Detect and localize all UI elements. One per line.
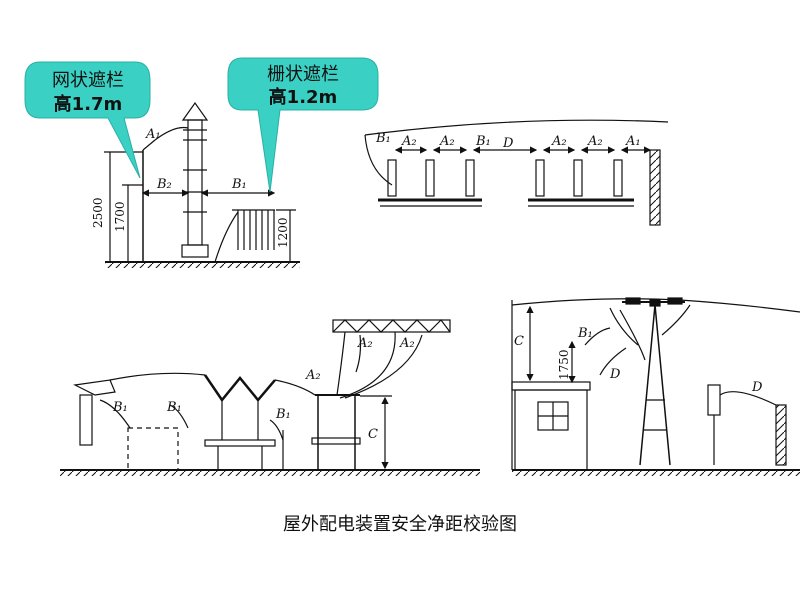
callout-mesh-barrier: 网状遮栏 高1.7m [24,61,151,179]
insulator-base [181,244,209,258]
label-b2: B₂ [156,177,172,192]
callout-grid-shape [227,57,379,193]
insulator-4 [535,159,545,197]
callout-mesh-line2: 高1.7m [54,93,123,115]
label-a1: A₁ [145,127,161,142]
callout-mesh-line1: 网状遮栏 [52,70,124,91]
platform-1 [204,439,276,447]
p4-label-b1: B₁ [577,326,593,341]
insulator-1 [387,159,397,197]
wall [649,149,661,226]
insulator-cap [181,101,209,121]
building-roof [511,381,591,391]
p3-label-a2-1: A₂ [357,336,373,351]
panel-4-building-tower [511,297,800,476]
tower [639,304,671,466]
dim-1700-label: 1700 [113,201,127,232]
p4-dim-1750: 1750 [557,349,571,380]
p3-label-a2-3: A₂ [305,368,321,383]
p3-label-b1-3: B₁ [275,407,291,422]
callout-grid-line1: 栅状遮栏 [267,64,339,85]
dim-2500-label: 2500 [91,197,105,228]
label-b1: B₁ [231,177,247,192]
p2-label-d: D [502,136,514,151]
insulator-6 [613,159,623,197]
p2-label-b1: B₁ [375,131,391,146]
p3-label-c: C [368,427,378,442]
p2-label-a2-1: A₂ [401,134,417,149]
insulator-column [187,119,203,246]
platform-2 [311,437,361,445]
panel-2-busbar [364,119,669,226]
p2-label-a2-4: A₂ [587,134,603,149]
p3-label-b1-1: B₁ [112,400,128,415]
p2-label-b1-2: B₁ [475,134,491,149]
insulator-5 [573,159,583,197]
right-equipment [707,384,721,416]
p2-label-a2-2: A₂ [439,134,455,149]
building-body [514,389,588,471]
figure-caption: 屋外配电装置安全净距校验图 [283,514,517,535]
right-wall [775,404,787,466]
mesh-barrier-top [142,139,156,151]
p2-label-a1: A₁ [625,134,641,149]
p4-label-d-2: D [751,380,763,395]
dim-1200-label: 1200 [276,217,290,248]
callout-grid-barrier: 栅状遮栏 高1.2m [227,57,379,193]
grid-barrier [214,209,275,263]
dashed-equipment [127,427,179,471]
ground-hatch [105,262,300,268]
p3-label-a2-2: A₂ [399,336,415,351]
a1-arc [154,126,189,141]
y-structure [203,374,276,403]
conductor-curve [364,119,669,136]
panel-3-structures [60,319,480,476]
panel-1-barriers [104,101,300,268]
gantry-beam [332,319,451,333]
callout-mesh-shape [24,61,151,179]
insulator-3 [465,159,475,197]
p3-label-b1-2: B₁ [166,400,182,415]
p2-label-a2-3: A₂ [551,134,567,149]
callout-grid-line2: 高1.2m [269,86,338,108]
insulator-2 [425,159,435,197]
p4-label-c: C [514,334,524,349]
left-equipment [79,394,93,446]
p4-label-d-1: D [609,367,621,382]
